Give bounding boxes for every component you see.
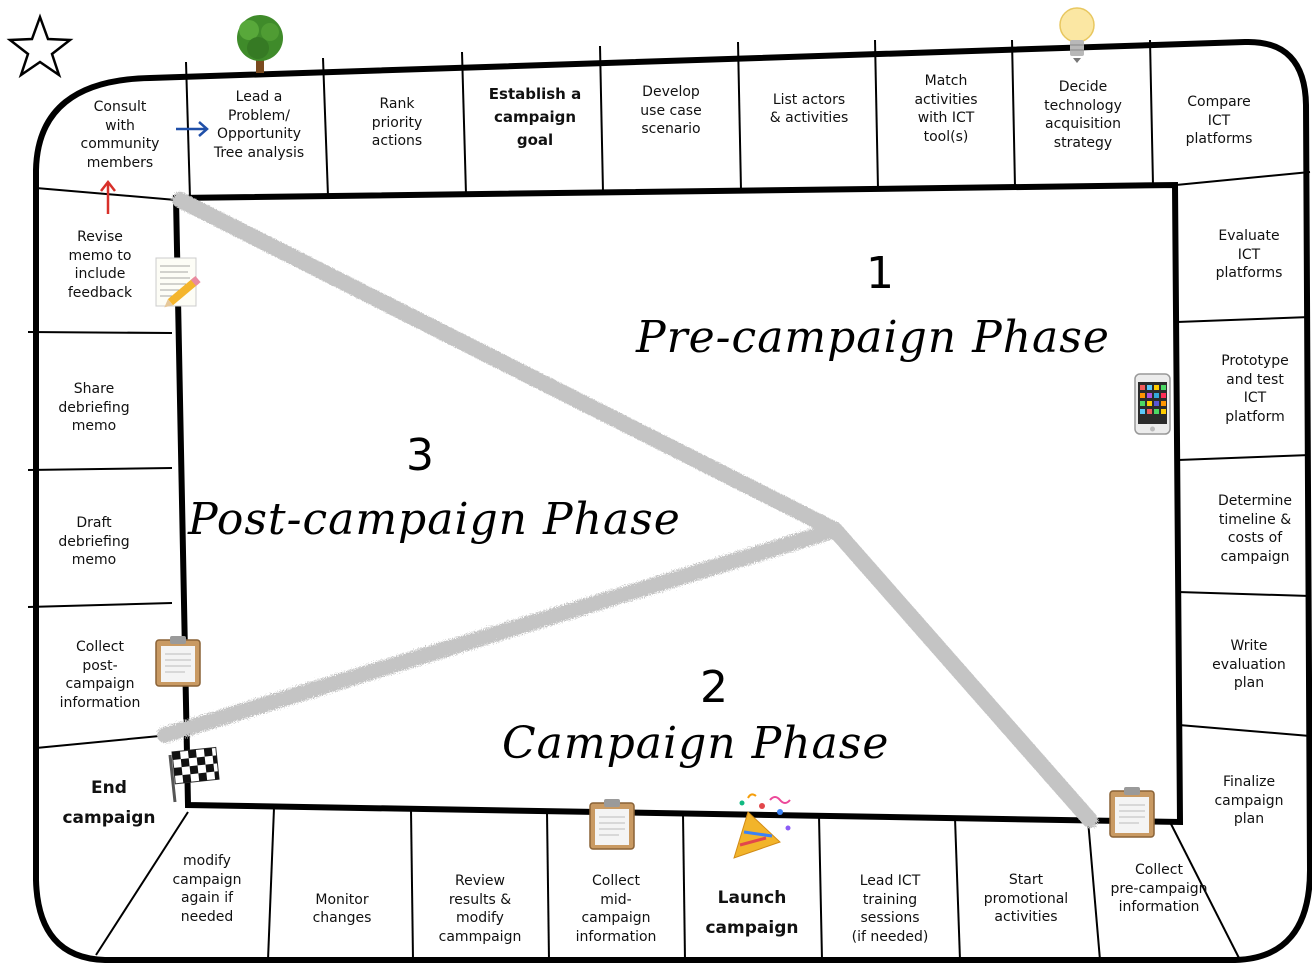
space-campaign-goal: Establish a campaign goal	[488, 84, 582, 149]
space-match-ict: Match activities with ICT tool(s)	[914, 73, 978, 145]
space-evaluate-platforms: Evaluate ICT platforms	[1215, 228, 1283, 282]
space-compare-platforms: Compare ICT platforms	[1185, 94, 1253, 148]
space-evaluation-plan: Write evaluation plan	[1212, 638, 1286, 692]
phase-3-label: Post-campaign Phase	[188, 494, 681, 545]
arrow-right-icon	[176, 121, 209, 137]
space-promotional-activities: Start promotional activities	[983, 872, 1069, 926]
space-consult-community: Consult with community members	[80, 99, 160, 171]
space-launch-campaign: Launch campaign	[705, 888, 799, 938]
bottom-row-dividers	[95, 807, 1241, 961]
phase-2-number: 2	[700, 662, 728, 713]
tree-icon	[237, 15, 283, 73]
smartphone-icon	[1134, 373, 1171, 435]
space-mid-campaign-info: Collect mid- campaign information	[575, 873, 657, 945]
left-column-dividers	[27, 187, 177, 749]
phase-3-number: 3	[406, 430, 434, 481]
space-revise-memo: Revise memo to include feedback	[67, 229, 133, 301]
phase-path	[157, 192, 1098, 828]
lightbulb-icon	[1059, 7, 1095, 63]
space-prototype-platform: Prototype and test ICT platform	[1221, 353, 1289, 425]
space-use-case: Develop use case scenario	[640, 84, 702, 138]
phase-2-label: Campaign Phase	[502, 718, 890, 769]
phase-1-label: Pre-campaign Phase	[636, 312, 1110, 363]
top-row-dividers	[185, 39, 1154, 199]
clipboard-icon	[155, 636, 201, 687]
space-finalize-plan: Finalize campaign plan	[1214, 774, 1284, 828]
space-rank-actions: Rank priority actions	[371, 96, 423, 150]
clipboard-icon	[589, 799, 635, 850]
clipboard-icon	[1109, 787, 1155, 838]
space-post-campaign-info: Collect post- campaign information	[59, 639, 141, 711]
space-list-actors: List actors & activities	[769, 91, 849, 127]
space-pre-campaign-info: Collect pre-campaign information	[1110, 862, 1208, 916]
memo-pencil-icon	[155, 257, 201, 308]
space-problem-tree: Lead a Problem/ Opportunity Tree analysi…	[213, 89, 305, 161]
star-outline-icon	[6, 13, 74, 79]
space-ict-training: Lead ICT training sessions (if needed)	[851, 873, 929, 945]
space-monitor-changes: Monitor changes	[312, 891, 372, 927]
right-column-dividers	[1175, 171, 1311, 737]
party-popper-icon	[733, 793, 791, 859]
space-timeline-costs: Determine timeline & costs of campaign	[1217, 493, 1293, 565]
space-review-results: Review results & modify cammpaign	[438, 873, 522, 945]
arrow-up-icon	[100, 179, 116, 214]
space-draft-memo: Draft debriefing memo	[58, 515, 130, 569]
space-share-memo: Share debriefing memo	[58, 381, 130, 435]
phase-1-number: 1	[866, 248, 894, 299]
space-modify-campaign: modify campaign again if needed	[172, 853, 242, 925]
checkered-flag-icon	[168, 746, 220, 803]
space-acquisition-strategy: Decide technology acquisition strategy	[1044, 79, 1122, 151]
space-end-campaign: End campaign	[62, 778, 156, 828]
